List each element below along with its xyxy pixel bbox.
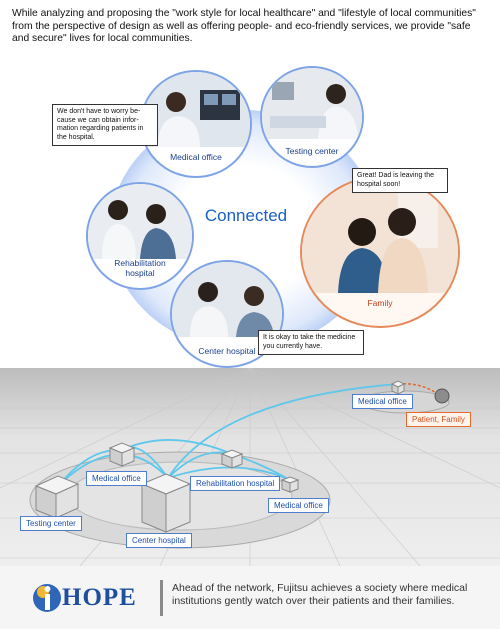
network-map: Medical office Patient, Family Medical o…	[0, 368, 500, 566]
testing-center-caption: Testing center	[285, 146, 339, 156]
map-label-testing-center: Testing center	[20, 516, 82, 531]
footer-divider	[160, 580, 163, 616]
family-bubble: Family	[300, 176, 460, 328]
map-label-center-hospital: Center hospital	[126, 533, 192, 548]
center-hospital-photo	[172, 262, 282, 337]
speech-family: Great! Dad is leaving the hospital soon!	[352, 168, 448, 193]
network-map-graphic	[0, 368, 500, 566]
family-photo	[302, 178, 458, 293]
testing-center-bubble: Testing center	[260, 66, 364, 168]
rehabilitation-hospital-caption: Rehabilitation hospital	[114, 258, 166, 278]
center-hospital-caption: Center hospital	[198, 346, 256, 356]
rehabilitation-hospital-bubble: Rehabilitation hospital	[86, 182, 194, 290]
intro-text: While analyzing and proposing the "work …	[12, 8, 476, 45]
footer-tagline: Ahead of the network, Fujitsu achieves a…	[172, 582, 468, 607]
rehabilitation-hospital-photo	[88, 184, 192, 259]
connected-label: Connected	[204, 206, 288, 225]
map-label-patient-family: Patient, Family	[406, 412, 471, 427]
family-caption: Family	[367, 298, 393, 308]
center-hospital-bubble: Center hospital	[170, 260, 284, 368]
medical-office-caption: Medical office	[170, 152, 222, 162]
hope-logo-icon	[32, 582, 62, 619]
medical-office-bubble: Medical office	[140, 70, 252, 178]
testing-center-photo	[262, 68, 362, 139]
map-label-medical-office-top: Medical office	[352, 394, 413, 409]
footer: HOPE Ahead of the network, Fujitsu achie…	[0, 566, 500, 629]
medical-office-photo	[142, 72, 250, 147]
hope-logo-text: HOPE	[62, 584, 137, 611]
map-label-medical-office-left: Medical office	[86, 471, 147, 486]
map-label-medical-office-right: Medical office	[268, 498, 329, 513]
speech-medical-office: We don't have to worry be-cause we can o…	[52, 104, 158, 146]
speech-center-hospital: It is okay to take the medicine you curr…	[258, 330, 364, 355]
map-label-rehabilitation-hospital: Rehabilitation hospital	[190, 476, 281, 491]
